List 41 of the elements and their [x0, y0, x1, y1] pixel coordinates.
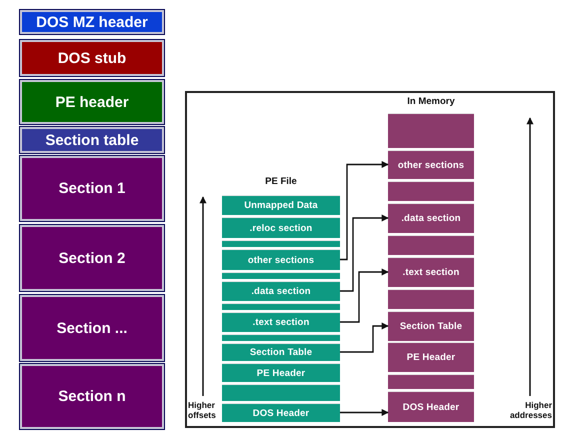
axis-label: Higher addresses — [508, 400, 552, 420]
section-band: Unmapped Data — [222, 195, 340, 215]
empty-band — [388, 235, 474, 255]
stack-heading: PE File — [264, 176, 298, 187]
section-band: other sections — [222, 249, 340, 270]
empty-band — [388, 374, 474, 389]
empty-band — [222, 240, 340, 247]
empty-band — [222, 303, 340, 310]
section-band: DOS Header — [222, 403, 340, 422]
section-band: PE Header — [222, 363, 340, 382]
section-band: Section Table — [222, 343, 340, 361]
empty-band — [222, 334, 340, 341]
section-band: .text section — [388, 257, 474, 287]
empty-band — [388, 181, 474, 201]
section-band: .data section — [388, 203, 474, 233]
empty-band — [222, 272, 340, 279]
axis-label: Higher offsets — [188, 400, 217, 420]
section-block: PE header — [20, 80, 164, 124]
section-block: Section n — [20, 364, 164, 429]
empty-band — [388, 289, 474, 309]
section-band: DOS Header — [388, 391, 474, 422]
section-block: Section 1 — [20, 156, 164, 221]
arrow — [340, 322, 389, 353]
arrow — [340, 268, 389, 323]
section-block: DOS stub — [20, 40, 164, 76]
section-band: Section Table — [388, 311, 474, 341]
section-band: .reloc section — [222, 217, 340, 238]
section-band: PE Header — [388, 342, 474, 372]
stack-heading: In Memory — [406, 96, 456, 107]
empty-band — [388, 113, 474, 148]
arrow — [340, 214, 389, 292]
section-band: .text section — [222, 312, 340, 332]
section-band: other sections — [388, 150, 474, 179]
section-block: Section table — [20, 127, 164, 153]
arrow — [340, 409, 389, 416]
empty-band — [222, 384, 340, 401]
section-block: DOS MZ header — [20, 10, 164, 34]
section-block: Section 2 — [20, 225, 164, 291]
section-band: .data section — [222, 281, 340, 301]
arrow — [340, 161, 389, 260]
section-block: Section ... — [20, 295, 164, 361]
